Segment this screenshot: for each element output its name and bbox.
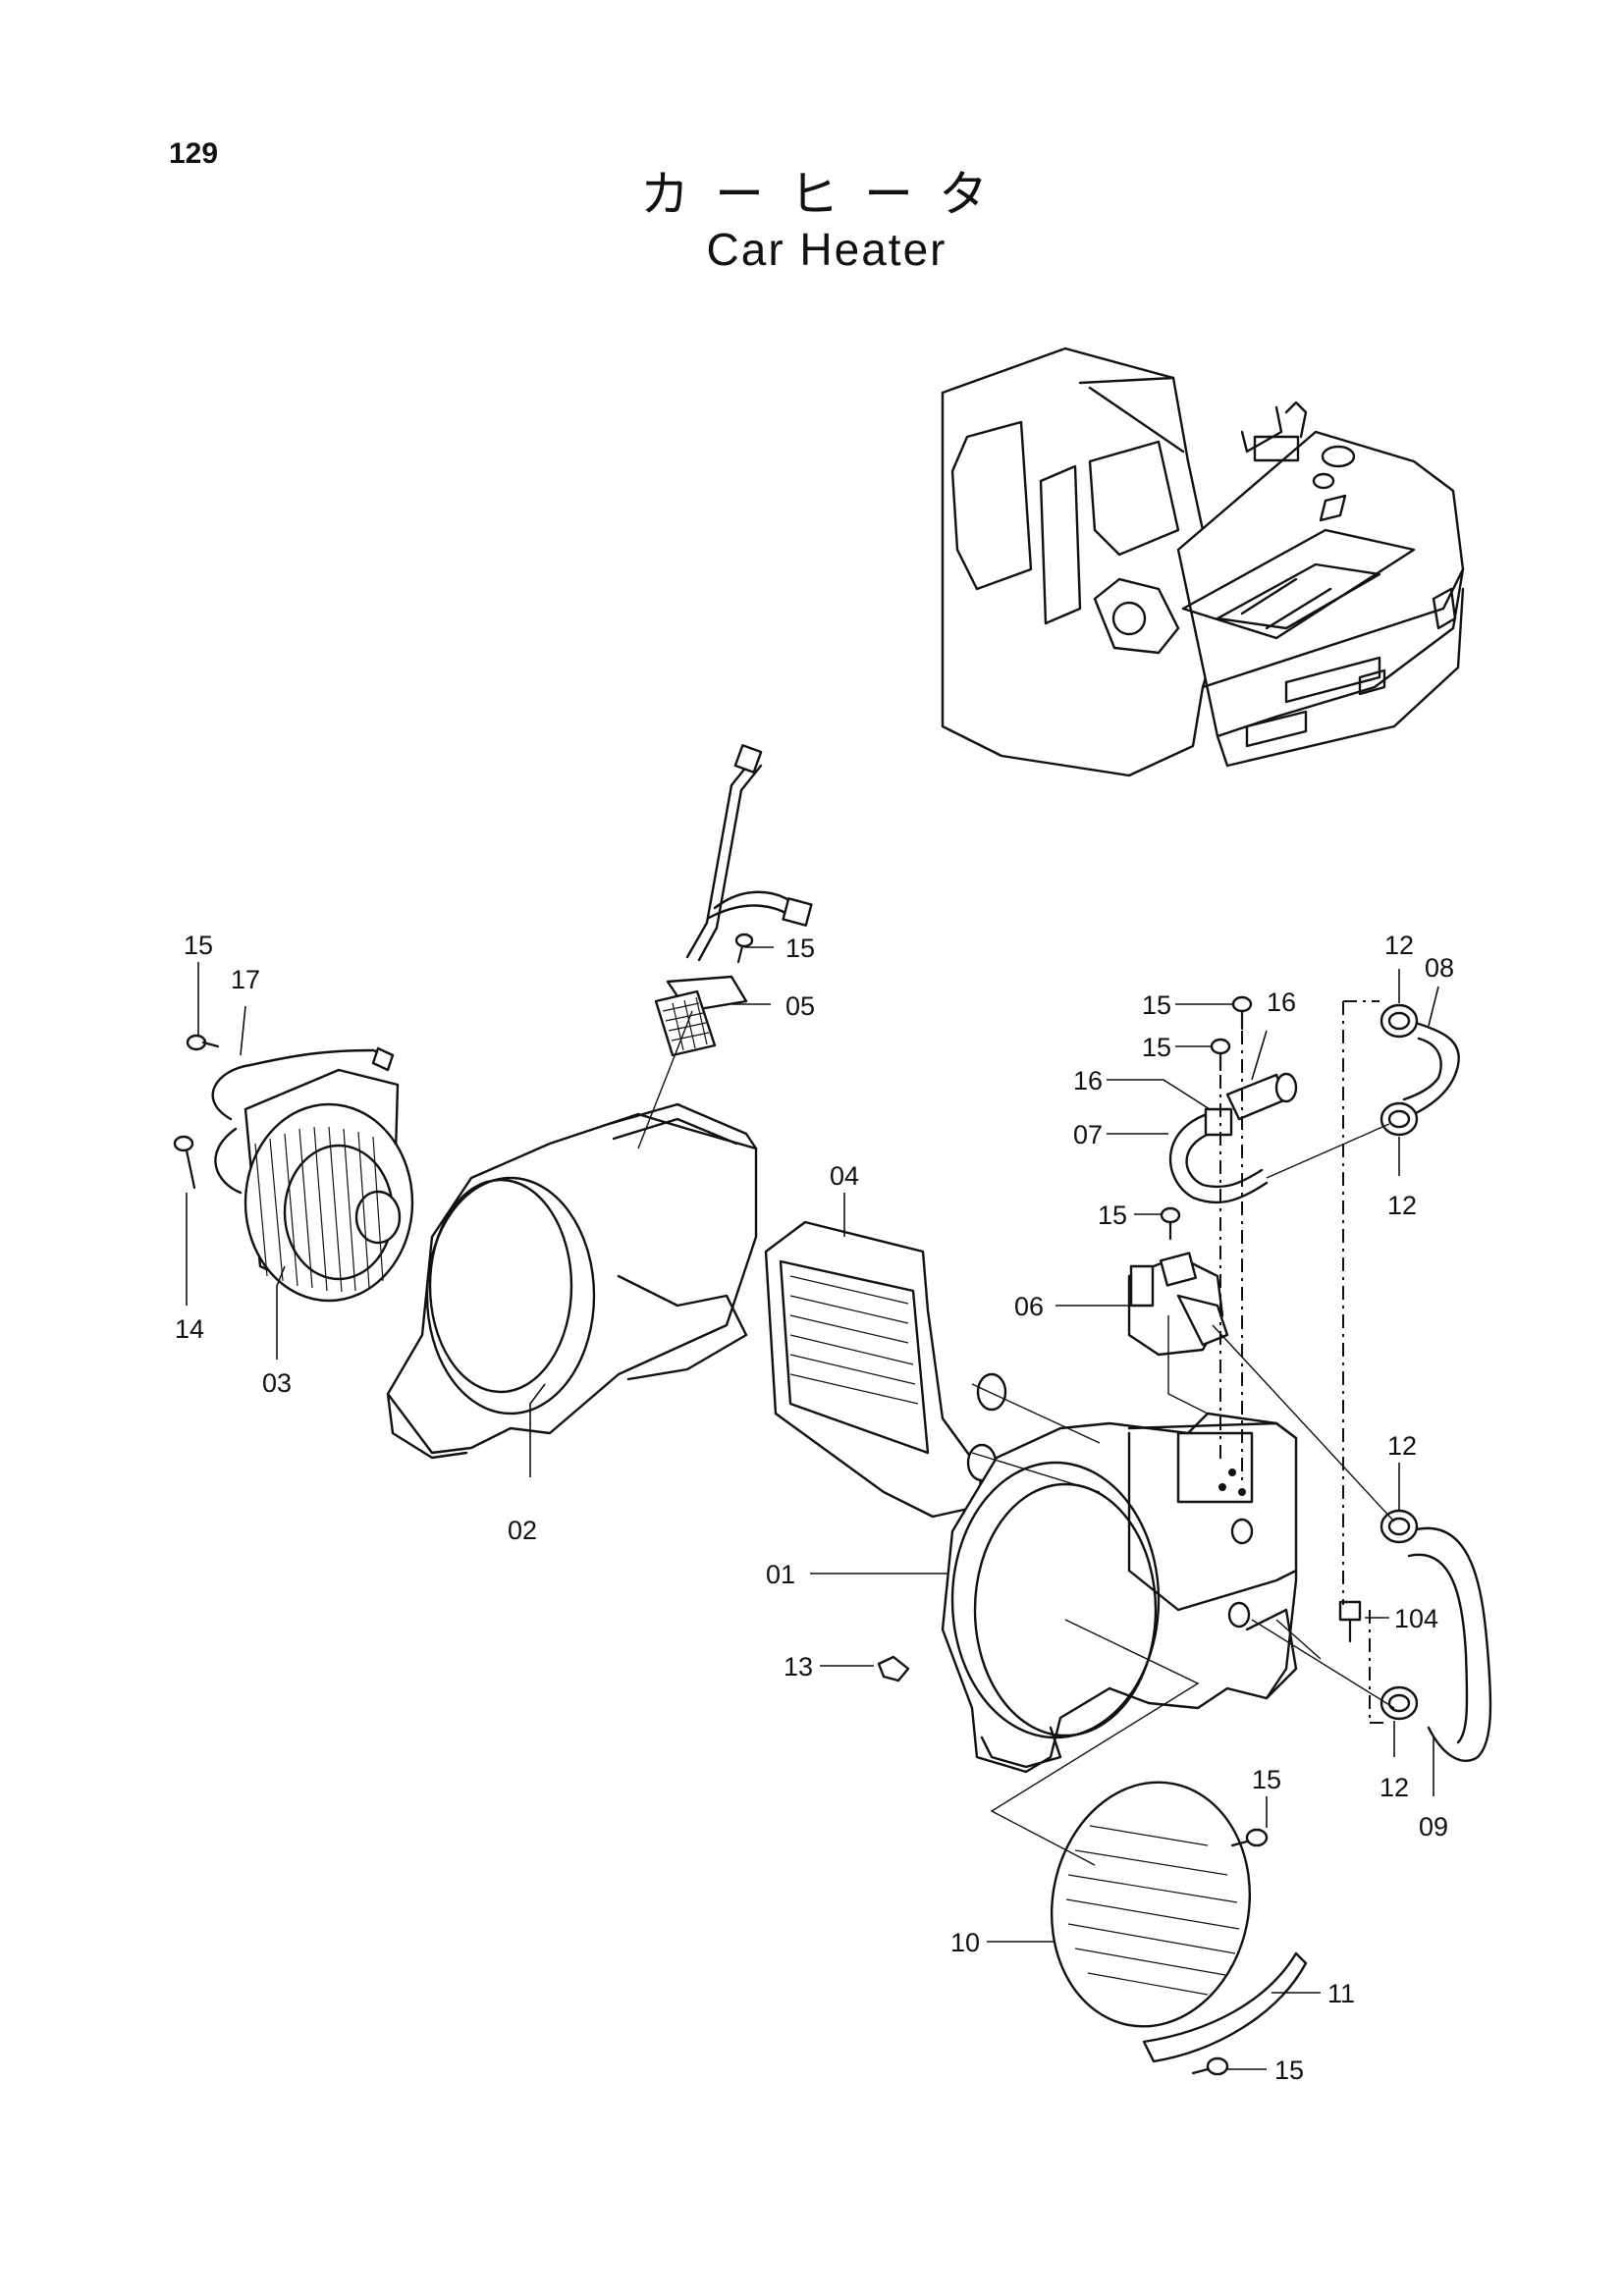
connection-lines xyxy=(637,1010,1395,1866)
part-05-control-cable xyxy=(654,744,813,1057)
part-12-hose-clamps xyxy=(1380,1003,1419,1721)
label-15-d: 15 xyxy=(1142,1033,1171,1062)
part-labels: 02 03 04 05 15 01 13 06 16 07 15 15 16 1… xyxy=(175,931,1454,2085)
part-10-grille xyxy=(1050,1781,1252,2028)
label-06: 06 xyxy=(1014,1292,1044,1321)
label-15-a: 15 xyxy=(184,931,213,960)
label-14: 14 xyxy=(175,1314,204,1344)
part-02-front-housing xyxy=(386,1102,758,1460)
label-05: 05 xyxy=(785,991,815,1021)
label-13: 13 xyxy=(784,1652,813,1682)
assembly-lines xyxy=(1219,1000,1384,1724)
bolts xyxy=(173,933,1362,2076)
part-06-water-valve xyxy=(1127,1252,1229,1357)
part-01-heater-case xyxy=(941,1412,1298,1774)
title-english: Car Heater xyxy=(707,224,947,275)
label-12-c: 12 xyxy=(1387,1431,1417,1461)
label-15-c: 15 xyxy=(1142,990,1171,1020)
part-07-pipe xyxy=(1168,1072,1298,1204)
part-08-hose xyxy=(1402,1019,1460,1116)
label-01-case: 01 xyxy=(766,1560,795,1589)
label-12-d: 12 xyxy=(1380,1773,1409,1802)
leader-lines xyxy=(186,946,1439,2070)
label-15-b: 15 xyxy=(785,934,815,963)
part-11-cover xyxy=(1142,1951,1308,2063)
label-03: 03 xyxy=(262,1368,292,1398)
part-04-heater-core xyxy=(764,1220,1007,1519)
label-08: 08 xyxy=(1425,953,1454,983)
label-16-b: 16 xyxy=(1267,988,1296,1017)
label-10: 10 xyxy=(950,1928,980,1957)
part-03-blower-motor xyxy=(211,1046,414,1303)
label-17: 17 xyxy=(231,965,260,994)
title-japanese: カーヒータ xyxy=(640,166,1013,223)
part-13-clip xyxy=(877,1655,910,1682)
label-11: 11 xyxy=(1327,1979,1355,2008)
label-12-b: 12 xyxy=(1387,1191,1417,1220)
label-12-a: 12 xyxy=(1384,931,1414,960)
label-01: 02 xyxy=(508,1516,537,1545)
label-104: 104 xyxy=(1394,1604,1438,1633)
label-15-e: 15 xyxy=(1098,1201,1127,1230)
label-16-a: 16 xyxy=(1073,1066,1103,1095)
label-07: 07 xyxy=(1073,1120,1103,1149)
excavator-overview xyxy=(941,347,1465,777)
page-number: 129 xyxy=(169,137,218,170)
label-09: 09 xyxy=(1419,1812,1448,1842)
label-04: 04 xyxy=(830,1161,859,1191)
label-15-g: 15 xyxy=(1274,2056,1304,2085)
part-09-hose xyxy=(1407,1526,1492,1762)
label-15-f: 15 xyxy=(1252,1765,1281,1794)
